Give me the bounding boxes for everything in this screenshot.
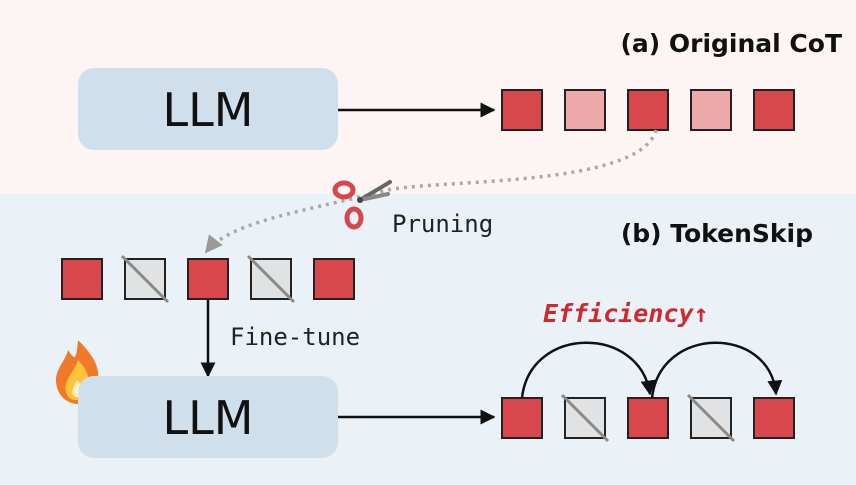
output-skip-slash [560, 393, 610, 443]
skip-arc-1 [520, 341, 656, 399]
pruning-arrow [204, 129, 658, 254]
panel-b-title: (b) TokenSkip [621, 219, 813, 248]
panel-a-title: (a) Original CoT [620, 29, 842, 58]
output-token-keep [501, 397, 543, 439]
scissors-icon [332, 180, 392, 230]
efficiency-label: Efficiency↑ [543, 299, 709, 328]
output-skip-slash [686, 393, 736, 443]
pruned-token-keep [187, 258, 229, 300]
fine-tune-label: Fine-tune [230, 323, 360, 351]
llm-label-tokenskip: LLM [163, 391, 254, 445]
pruned-skip-slash [120, 254, 170, 304]
llm-box-tokenskip [78, 376, 338, 458]
cot-token-keep [501, 89, 543, 131]
llm-label-original: LLM [163, 83, 254, 137]
cot-token-faded [690, 89, 732, 131]
output-token-keep [753, 397, 795, 439]
pruned-token-keep [313, 258, 355, 300]
llm-box-original [78, 68, 338, 150]
pruned-skip-slash [246, 254, 296, 304]
pruning-label: Pruning [392, 210, 493, 238]
pruned-token-keep [61, 258, 103, 300]
cot-token-keep [753, 89, 795, 131]
skip-arc-2 [650, 341, 783, 399]
pruned-cot-tokens [61, 254, 355, 304]
cot-token-keep [627, 89, 669, 131]
original-cot-tokens [501, 89, 795, 131]
output-token-keep [627, 397, 669, 439]
cot-token-faded [564, 89, 606, 131]
tokenskip-output-tokens [501, 393, 795, 443]
